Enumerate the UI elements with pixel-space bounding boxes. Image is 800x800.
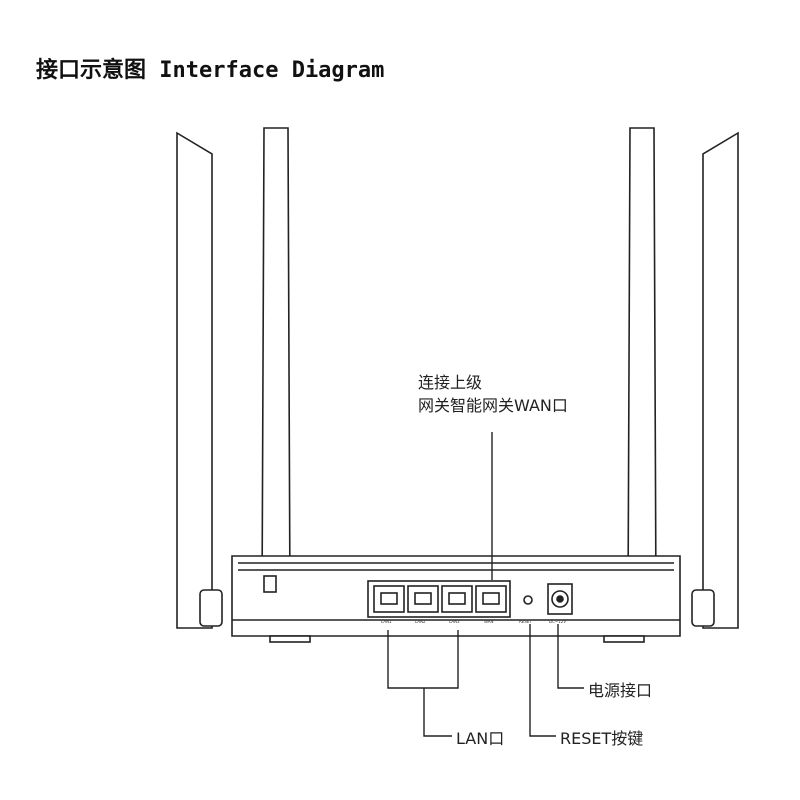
antenna-icon [261,127,291,625]
ethernet-port-icon [441,585,473,613]
reset-button-icon [523,595,533,605]
wan-callout: 连接上级 网关智能网关WAN口 [418,371,568,417]
antenna-icon [702,131,739,629]
ethernet-port-icon [407,585,439,613]
diagram-title: 接口示意图 Interface Diagram [36,58,385,83]
ethernet-port-icon [373,585,405,613]
port-label: LAN1 [381,619,392,624]
wan-callout-line2: 网关智能网关WAN口 [418,396,568,415]
ethernet-port-icon [475,585,507,613]
port-label: WAN [484,619,493,624]
port-label: LAN3 [449,619,460,624]
antenna-icon [176,131,213,629]
wan-callout-line1: 连接上级 [418,373,483,392]
reset-callout: RESET按键 [560,729,644,748]
port-label: LAN2 [415,619,426,624]
lan-callout: LAN口 [456,729,505,748]
power-callout: 电源接口 [588,681,653,700]
port-label: DC~12V [549,619,566,624]
port-label: RESET [519,619,532,624]
antenna-icon [627,127,657,625]
